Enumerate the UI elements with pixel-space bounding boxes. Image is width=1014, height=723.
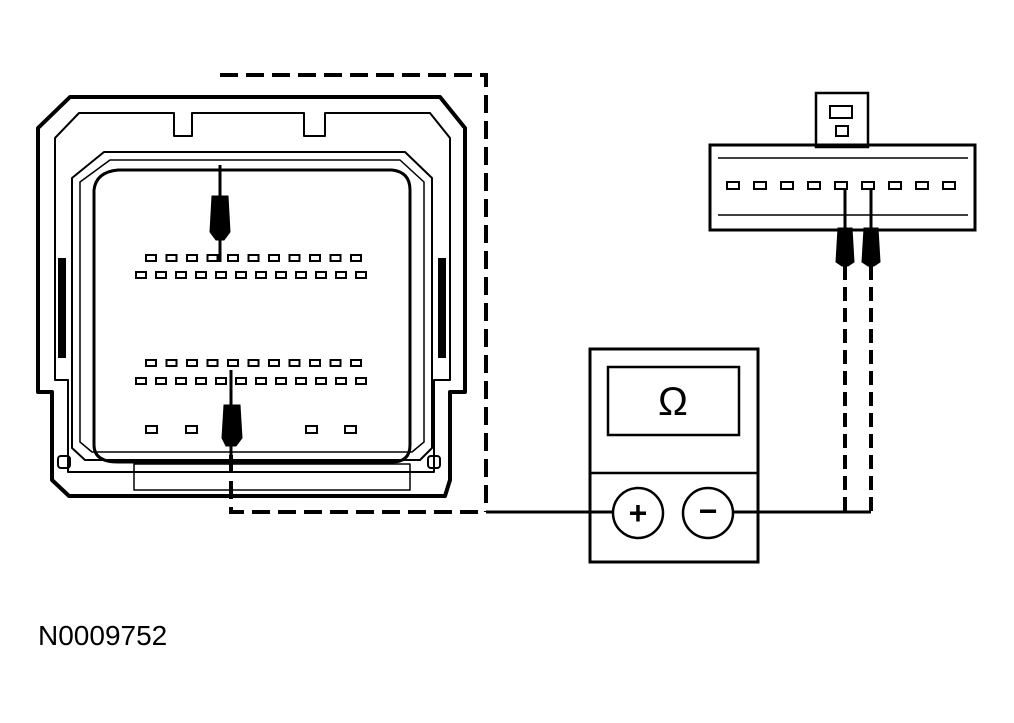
pin-cavity [175,271,187,279]
test-probe-icon [221,404,243,447]
pin-cavity [145,359,157,367]
pin-cavity [780,181,794,190]
test-probe-icon [835,227,855,267]
pin-cavity [255,271,267,279]
pin-cavity [155,271,167,279]
module-connector-inner-rim [54,112,451,473]
pin-cavity [235,377,247,385]
pin-cavity [185,425,198,434]
test-probes [209,165,881,460]
pin-cavity [247,359,260,367]
pin-cavity [942,181,956,190]
pin-cavity [861,181,875,190]
pin-cavity [329,254,342,262]
ohmmeter [588,347,760,564]
pin-cavity [186,359,198,367]
pin-cavity [355,271,367,279]
pin-cavity [206,359,219,367]
positive-terminal[interactable] [611,486,665,540]
ohm-symbol: Ω [658,380,688,424]
pin-cavity [295,271,307,279]
pin-cavity [807,181,821,190]
pin-cavity [215,377,227,385]
pin-cavity [350,359,362,367]
negative-symbol: − [699,493,718,529]
pin-cavity [329,359,342,367]
pin-cavity [268,359,280,367]
pin-cavity [186,254,198,262]
pin-cavity [268,254,280,262]
pin-cavity [350,254,362,262]
test-probe-icon [861,227,881,267]
module-connector-pins [135,254,367,434]
pin-cavity [145,425,158,434]
pin-cavity [195,271,207,279]
module-connector-housing [71,151,433,461]
pin-cavity [145,254,157,262]
pin-cavity [295,377,307,385]
pin-cavity [275,271,287,279]
harness-connector [708,91,977,232]
pin-cavity [227,359,239,367]
pin-cavity [344,425,357,434]
pin-cavity [309,359,321,367]
pin-cavity [915,181,929,190]
meter-leads [220,73,873,514]
dashed-lead-module-bottom [229,455,486,514]
pin-cavity [753,181,767,190]
pin-cavity [305,425,318,434]
negative-terminal[interactable] [681,486,735,540]
ohmmeter-display [606,365,741,437]
test-probe-icon [209,195,231,241]
pin-cavity [255,377,267,385]
pin-cavity [335,271,347,279]
module-connector-pin-face [92,168,412,464]
pin-cavity [309,254,321,262]
pin-cavity [355,377,367,385]
pin-cavity [275,377,287,385]
pin-cavity [315,271,327,279]
module-connector-outer-shell [36,95,467,498]
pin-cavity [155,377,167,385]
harness-connector-latch [814,91,870,149]
pin-cavity [247,254,260,262]
pin-cavity [315,377,327,385]
pin-cavity [726,181,740,190]
module-connector [36,95,467,498]
positive-symbol: + [629,495,648,531]
harness-connector-pins [726,181,956,190]
dashed-lead-module [220,73,488,512]
pin-cavity [227,254,239,262]
figure-id: N0009752 [38,620,167,651]
pin-cavity [834,181,848,190]
pin-cavity [335,377,347,385]
pin-cavity [206,254,219,262]
pin-cavity [175,377,187,385]
pin-cavity [215,271,227,279]
pin-cavity [235,271,247,279]
pin-cavity [165,359,178,367]
pin-cavity [288,359,301,367]
pin-cavity [165,254,178,262]
pin-cavity [135,271,147,279]
pin-cavity [888,181,902,190]
pin-cavity [135,377,147,385]
ohmmeter-body [588,347,760,564]
pin-cavity [288,254,301,262]
pin-cavity [195,377,207,385]
